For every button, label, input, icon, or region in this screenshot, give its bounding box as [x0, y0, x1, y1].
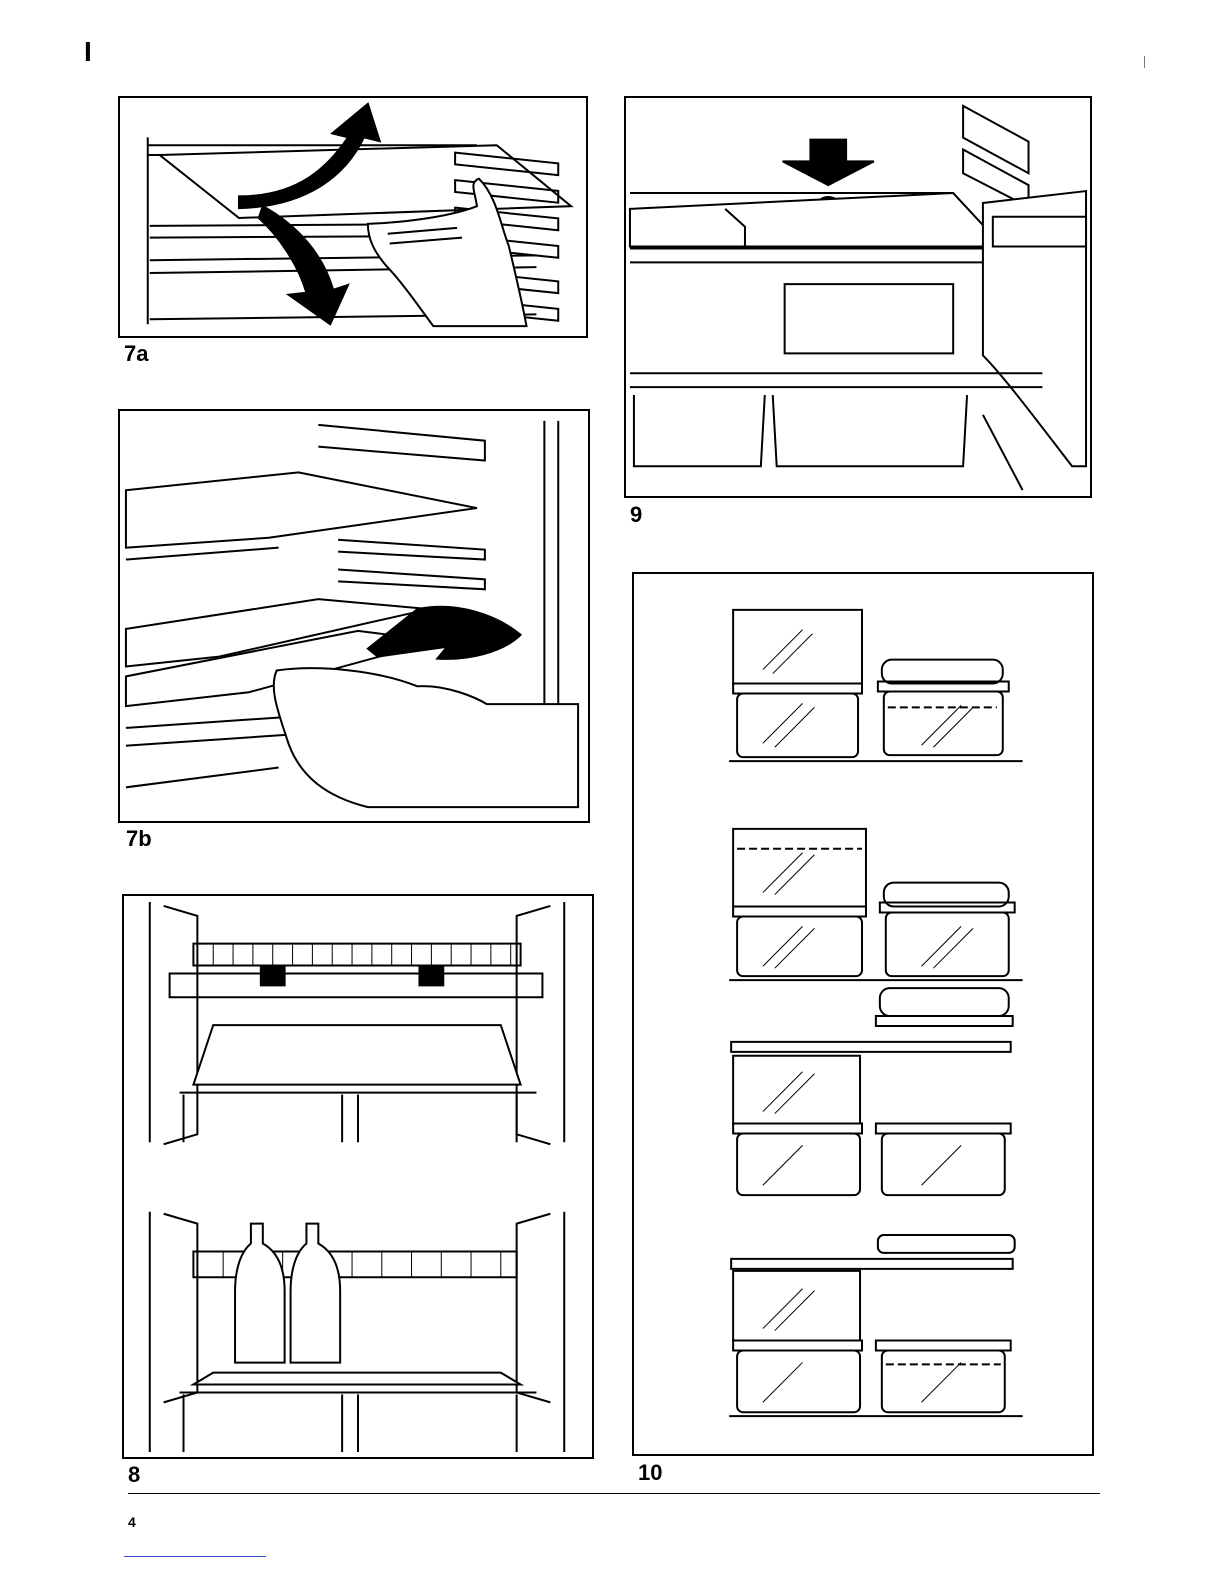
arrangement-1 [729, 610, 1022, 761]
arrangement-4 [729, 1235, 1022, 1416]
hand-icon [274, 668, 578, 807]
page-number: 4 [128, 1514, 136, 1530]
figure-label-7a: 7a [124, 343, 148, 365]
figure-10 [632, 572, 1094, 1456]
page-corner-mark: I [84, 38, 92, 66]
figure-7a [118, 96, 588, 338]
margin-tick [1144, 56, 1145, 68]
figure-label-10: 10 [638, 1462, 662, 1484]
container-storage-illustration [634, 574, 1092, 1454]
figure-8 [122, 894, 594, 1459]
door-bin [983, 191, 1086, 466]
shelf-lift-illustration [120, 98, 586, 336]
figure-label-9: 9 [630, 504, 642, 526]
drain-hole-illustration [626, 98, 1090, 496]
arrangement-2 [729, 829, 1022, 980]
shelf-slide-illustration [120, 411, 588, 821]
upper-shelf-scene [150, 902, 564, 1144]
footer-rule [128, 1493, 1100, 1494]
link-underline [124, 1556, 266, 1557]
lower-shelf-scene [150, 1212, 564, 1452]
bottle-icon [291, 1224, 341, 1363]
figure-7b [118, 409, 590, 823]
figure-label-8: 8 [128, 1464, 140, 1486]
figure-9 [624, 96, 1092, 498]
bottle-icon [235, 1224, 285, 1363]
figure-label-7b: 7b [126, 828, 152, 850]
wire-shelf-illustration [124, 896, 592, 1457]
arrow-down-icon [783, 140, 874, 186]
arrangement-3 [731, 988, 1013, 1195]
